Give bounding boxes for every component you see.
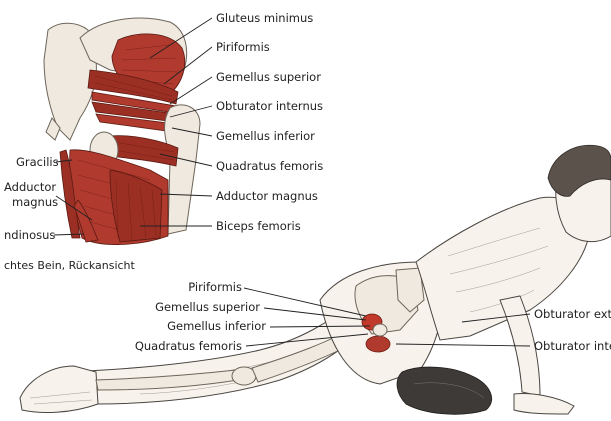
label-adductor-left-2: magnus (12, 195, 58, 209)
label-obturator-internus-top: Obturator internus (216, 99, 323, 113)
quadratus-femoris-highlight (366, 336, 390, 352)
label-obturator-externus: Obturator exte (534, 307, 611, 321)
label-gemellus-superior-top: Gemellus superior (216, 70, 321, 84)
hip-anatomy-inset (44, 18, 200, 244)
femoral-head (373, 324, 387, 336)
caption: chtes Bein, Rückansicht (4, 259, 136, 272)
label-gemellus-inferior-top: Gemellus inferior (216, 129, 315, 143)
label-quadratus-femoris-bottom: Quadratus femoris (135, 339, 242, 353)
hand (514, 394, 574, 415)
label-gemellus-superior-bottom: Gemellus superior (155, 300, 260, 314)
label-piriformis-bottom: Piriformis (188, 280, 242, 294)
label-semitendinosus: ndinosus (4, 228, 55, 242)
femur-bone (165, 105, 200, 234)
back-foot (20, 366, 98, 412)
label-quadratus-femoris-top: Quadratus femoris (216, 159, 323, 173)
label-gluteus-minimus: Gluteus minimus (216, 11, 313, 25)
label-biceps-femoris: Biceps femoris (216, 219, 301, 233)
front-leg (397, 367, 492, 414)
label-obturator-internus-bottom: Obturator inter (534, 339, 611, 353)
label-adductor-magnus-top: Adductor magnus (216, 189, 318, 203)
label-adductor-left-1: Adductor (4, 180, 56, 194)
label-piriformis-top: Piriformis (216, 40, 270, 54)
label-gemellus-inferior-bottom: Gemellus inferior (167, 319, 266, 333)
label-gracilis: Gracilis (16, 155, 59, 169)
